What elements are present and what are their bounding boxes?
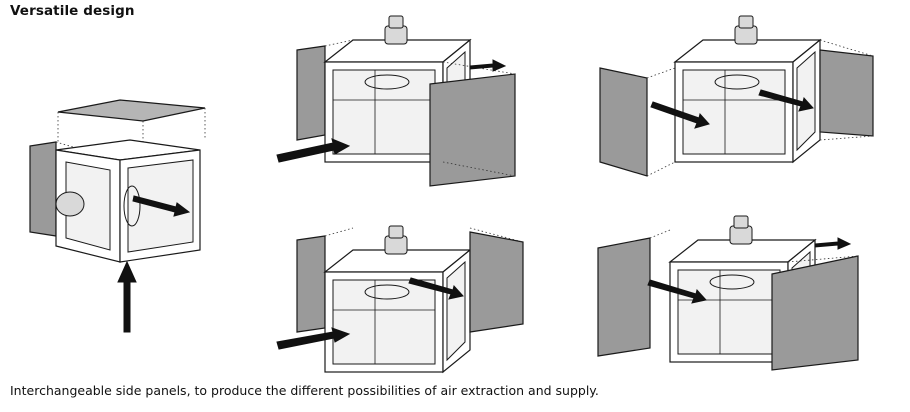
diagram-title: Versatile design [10,3,135,19]
unit-side-inlet-right-panel [276,15,516,187]
unit-both-side-panels-removed [599,15,874,177]
diagram-caption: Interchangeable side panels, to produce … [10,383,599,398]
left-side-panel [29,141,57,237]
removed-top-panel [57,99,206,122]
airflow-arrow-up [117,260,137,333]
airflow-arrow-out [132,195,191,217]
unit-top-open [29,99,206,333]
unit-front-panel-inlet [597,215,859,371]
unit-side-inlet-back-panel [276,225,524,373]
